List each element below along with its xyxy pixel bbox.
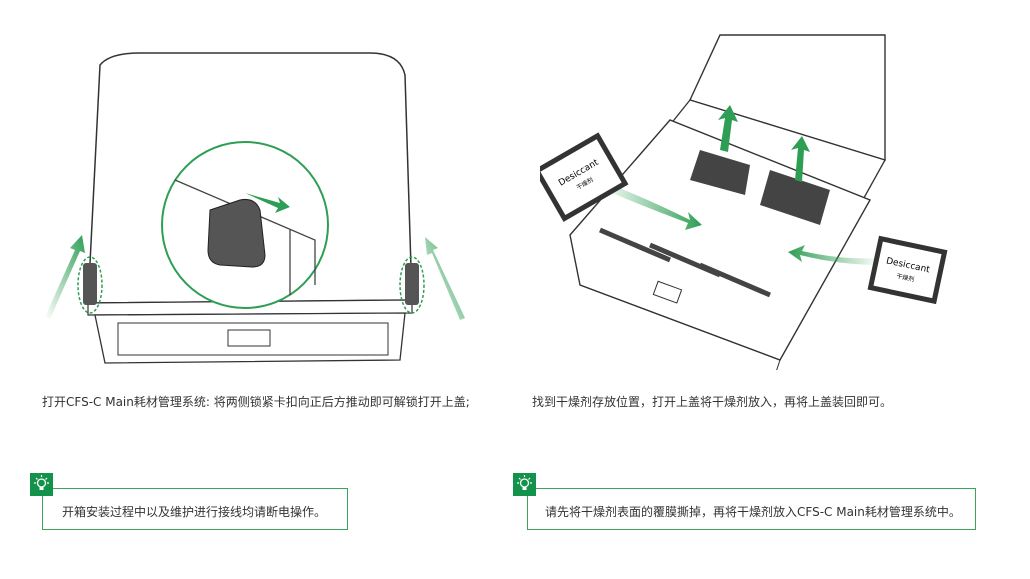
left-tip-text: 开箱安装过程中以及维护进行接线均请断电操作。 <box>62 505 327 519</box>
closed-box-illustration <box>45 52 465 364</box>
right-step-caption: 找到干燥剂存放位置，打开上盖将干燥剂放入，再将上盖装回即可。 <box>532 395 893 409</box>
open-box-illustration: Desiccant 干燥剂 Desiccant 干燥剂 <box>540 34 948 370</box>
right-tip-box <box>527 488 976 530</box>
right-tip-text: 请先将干燥剂表面的覆膜撕掉，再将干燥剂放入CFS-C Main耗材管理系统中。 <box>545 505 961 519</box>
left-tip-box <box>42 488 348 530</box>
up-arrow-right <box>425 237 465 320</box>
up-arrow-left <box>45 235 85 319</box>
left-step-caption: 打开CFS-C Main耗材管理系统: 将两侧锁紧卡扣向正后方推动即可解锁打开上… <box>42 395 470 409</box>
lightbulb-icon <box>513 473 536 496</box>
lightbulb-icon <box>30 473 53 496</box>
desiccant-label-cn: 干燥剂 <box>896 272 915 284</box>
